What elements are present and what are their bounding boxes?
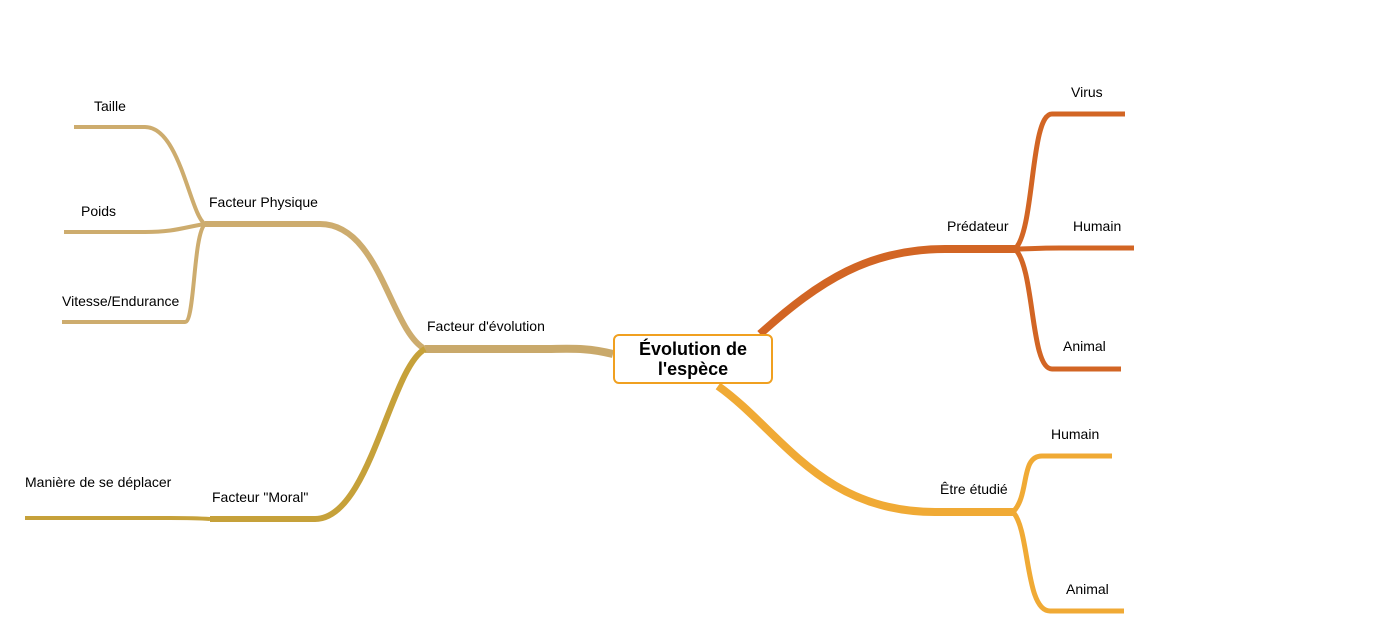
connector-evolution [425, 344, 614, 358]
connector-predateur [757, 245, 1015, 337]
node-facteur-physique[interactable]: Facteur Physique [209, 194, 318, 210]
connector-poids [64, 222, 206, 234]
connector-maniere [25, 516, 211, 521]
node-virus[interactable]: Virus [1071, 84, 1103, 100]
node-taille[interactable]: Taille [94, 98, 126, 114]
node-predateur[interactable]: Prédateur [947, 218, 1009, 234]
node-vitesse-endurance[interactable]: Vitesse/Endurance [62, 293, 180, 309]
connector-etudie [715, 382, 1013, 516]
node-etre-etudie[interactable]: Être étudié [940, 481, 1008, 497]
node-predateur-humain[interactable]: Humain [1073, 218, 1122, 234]
central-topic-label: Évolution de l'espèce [639, 339, 747, 379]
node-poids[interactable]: Poids [81, 203, 117, 219]
node-facteur-evolution[interactable]: Facteur d'évolution [427, 318, 545, 334]
connector-pred-humain [1014, 245, 1134, 252]
connector-pred-animal [1013, 247, 1121, 372]
connector-etudie-animal [1010, 510, 1124, 614]
connector-etudie-humain [1011, 453, 1112, 514]
connector-moral [210, 346, 427, 522]
node-facteur-moral[interactable]: Facteur "Moral" [212, 489, 309, 505]
central-topic-node[interactable]: Évolution de l'espèce [613, 334, 773, 384]
connector-physique [205, 221, 427, 352]
connector-vitesse [62, 222, 207, 324]
connector-virus [1013, 111, 1125, 251]
node-etudie-humain[interactable]: Humain [1051, 426, 1100, 442]
connector-taille [74, 125, 207, 226]
node-maniere-deplacer[interactable]: Manière de se déplacer [25, 474, 172, 490]
node-predateur-animal[interactable]: Animal [1063, 338, 1106, 354]
node-etudie-animal[interactable]: Animal [1066, 581, 1109, 597]
